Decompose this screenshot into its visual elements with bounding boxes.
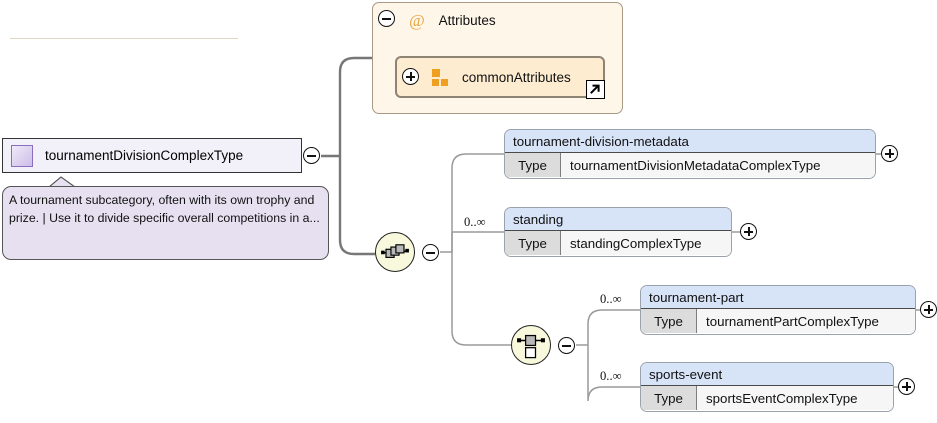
element-type-row: Type tournamentDivisionMetadataComplexTy… xyxy=(505,153,875,177)
at-symbol-icon: @ xyxy=(409,10,425,30)
type-value: tournamentDivisionMetadataComplexType xyxy=(570,157,821,173)
element-name-sports-event: sports-event xyxy=(641,363,893,386)
sequence-collapse-toggle[interactable] xyxy=(422,244,439,261)
external-reference-icon[interactable] xyxy=(586,80,605,99)
element-box-tournament-part[interactable]: tournament-part Type tournamentPartCompl… xyxy=(640,285,916,335)
type-label: Type xyxy=(505,231,561,255)
element-swatch-icon xyxy=(11,144,33,167)
attribute-group-label: commonAttributes xyxy=(462,69,571,85)
element-type-row: Type standingComplexType xyxy=(505,231,731,255)
element-box-standing[interactable]: standing Type standingComplexType xyxy=(504,207,732,257)
annotation-tail xyxy=(48,176,76,187)
attribute-group-expand-toggle[interactable] xyxy=(402,68,419,85)
element-type-row: Type sportsEventComplexType xyxy=(641,386,893,410)
attributes-collapse-toggle[interactable] xyxy=(378,10,395,27)
element-box-sports-event[interactable]: sports-event Type sportsEventComplexType xyxy=(640,362,894,412)
root-element-label: tournamentDivisionComplexType xyxy=(45,148,244,163)
root-collapse-toggle[interactable] xyxy=(303,147,320,164)
type-label: Type xyxy=(505,153,561,177)
occurrence-label-sports-event: 0..∞ xyxy=(600,369,622,383)
attributes-panel-header: @ Attributes xyxy=(373,3,622,38)
sequence-compositor-icon[interactable] xyxy=(375,232,415,272)
attribute-group-box-commonattributes[interactable]: commonAttributes xyxy=(395,56,605,98)
element-name-tournament-part: tournament-part xyxy=(641,286,915,309)
expand-toggle-tournament-division-metadata[interactable] xyxy=(881,145,898,162)
type-value: standingComplexType xyxy=(570,235,702,251)
element-name-tournament-division-metadata: tournament-division-metadata xyxy=(505,130,875,153)
element-type-row: Type tournamentPartComplexType xyxy=(641,309,915,333)
type-label: Type xyxy=(641,386,697,410)
attributes-panel-divider xyxy=(10,38,238,39)
root-element-box[interactable]: tournamentDivisionComplexType xyxy=(2,138,302,173)
expand-toggle-standing[interactable] xyxy=(740,223,757,240)
element-name-standing: standing xyxy=(505,208,731,231)
element-box-tournament-division-metadata[interactable]: tournament-division-metadata Type tourna… xyxy=(504,129,876,179)
type-value: sportsEventComplexType xyxy=(706,390,858,406)
choice-collapse-toggle[interactable] xyxy=(558,337,575,354)
attributes-panel-title: Attributes xyxy=(438,13,496,28)
type-label: Type xyxy=(641,309,697,333)
expand-toggle-sports-event[interactable] xyxy=(898,378,915,395)
expand-toggle-tournament-part[interactable] xyxy=(920,301,937,318)
occurrence-label-tournament-part: 0..∞ xyxy=(600,292,622,306)
type-value: tournamentPartComplexType xyxy=(706,313,879,329)
root-annotation-text: A tournament subcategory, often with its… xyxy=(9,193,320,225)
occurrence-label-standing: 0..∞ xyxy=(464,215,486,229)
root-annotation-balloon: A tournament subcategory, often with its… xyxy=(2,186,329,260)
choice-compositor-icon[interactable] xyxy=(511,325,551,365)
attribute-group-icon xyxy=(432,68,450,86)
